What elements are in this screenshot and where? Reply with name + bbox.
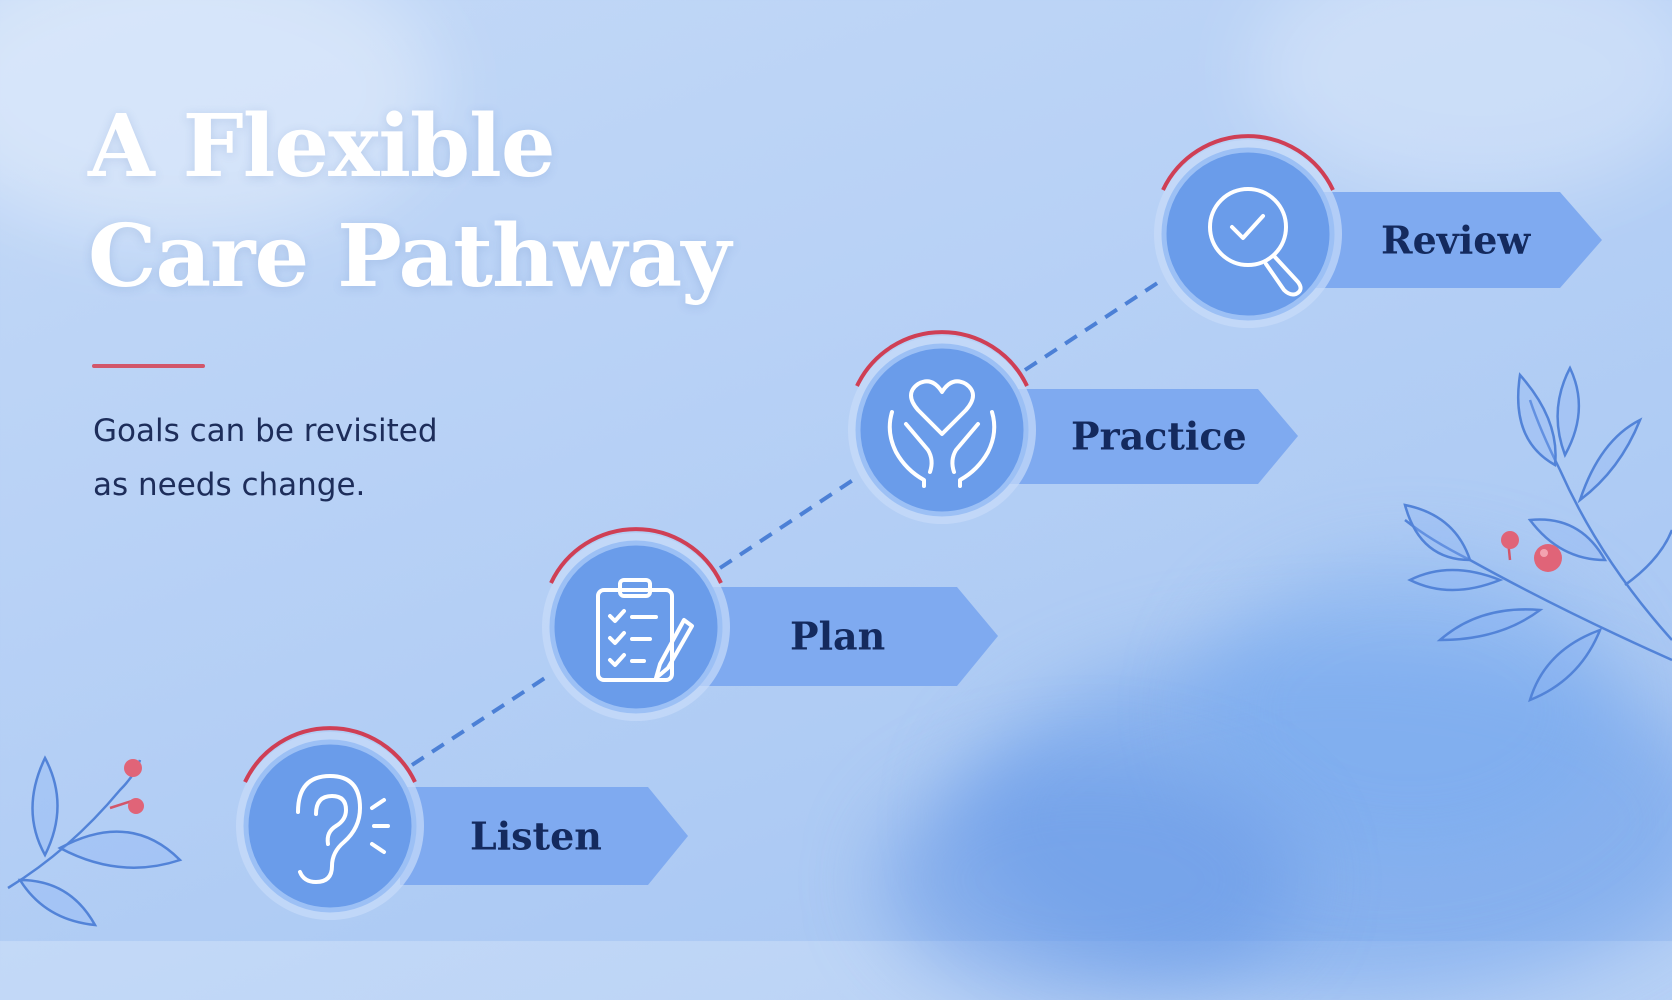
step-listen-accent-arc — [243, 726, 417, 783]
subtitle-line-2: as needs change. — [93, 467, 366, 503]
page-title: A Flexible Care Pathway — [88, 92, 731, 312]
step-review-arrow — [1292, 192, 1602, 288]
step-practice-accent-arc — [855, 330, 1029, 387]
step-listen — [236, 726, 688, 920]
step-plan-label: Plan — [790, 613, 886, 659]
title-line-1: A Flexible — [88, 96, 556, 197]
title-line-2: Care Pathway — [88, 206, 731, 307]
connector-listen-plan — [410, 674, 550, 767]
title-accent-rule — [92, 364, 205, 368]
ear-icon — [296, 774, 390, 884]
step-listen-arrow — [400, 787, 688, 885]
connector-practice-review — [1023, 278, 1164, 372]
leaf-branch-right-icon — [1403, 365, 1672, 703]
connector-plan-practice — [718, 476, 858, 570]
step-plan-accent-arc — [549, 527, 723, 584]
step-plan-arrow — [688, 587, 998, 686]
pathway-diagram — [7, 134, 1672, 927]
hands-heart-icon — [887, 379, 997, 488]
leaf-branch-left-icon — [7, 755, 183, 927]
step-review-label: Review — [1381, 217, 1531, 263]
step-listen-label: Listen — [470, 813, 602, 859]
step-plan — [542, 527, 998, 721]
step-review — [1154, 134, 1602, 328]
subtitle: Goals can be revisited as needs change. — [93, 404, 438, 512]
step-practice — [848, 330, 1298, 524]
subtitle-line-1: Goals can be revisited — [93, 413, 438, 449]
connector-lines — [410, 278, 1164, 767]
step-practice-label: Practice — [1071, 413, 1247, 459]
step-review-accent-arc — [1161, 134, 1335, 191]
magnifier-check-icon — [1208, 187, 1303, 297]
step-practice-arrow — [990, 389, 1298, 484]
clipboard-checklist-icon — [596, 578, 694, 682]
